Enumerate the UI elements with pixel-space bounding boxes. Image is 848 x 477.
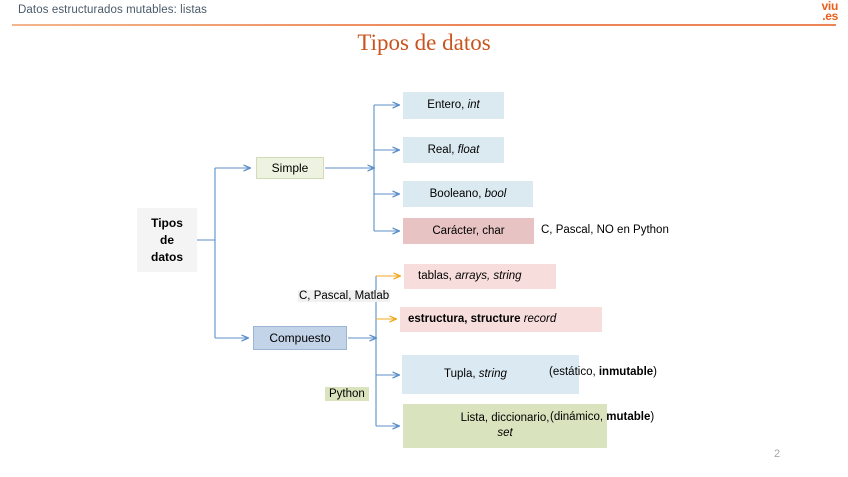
node-tablas-label: tablas, arrays, string xyxy=(418,270,522,282)
node-lista-diccionario-set[interactable]: Lista, diccionario,set xyxy=(403,404,607,448)
node-estructura-label: estructura, structure record xyxy=(408,313,557,325)
node-caracter-label: Carácter, char xyxy=(432,224,505,237)
node-estructura-record[interactable]: estructura, structure record xyxy=(400,307,602,332)
lista-note-close: ) xyxy=(650,411,655,423)
lista-note-open: (dinámico, xyxy=(550,411,607,423)
slide-header: Datos estructurados mutables: listas viu… xyxy=(0,0,848,26)
node-real-label: Real, float xyxy=(427,143,480,156)
logo-text-viu: viu xyxy=(821,0,839,13)
node-caracter-char[interactable]: Carácter, char xyxy=(403,218,534,244)
tupla-note-close: ) xyxy=(653,366,658,378)
header-title: Datos estructurados mutables: listas xyxy=(18,4,207,16)
logo-text-es: .es xyxy=(822,9,838,23)
node-entero-int[interactable]: Entero, int xyxy=(403,92,504,119)
node-real-float[interactable]: Real, float xyxy=(403,137,504,163)
node-tupla-label: Tupla, string xyxy=(444,368,507,380)
node-root-label: Tipos de datos xyxy=(150,215,183,264)
header-divider-rule xyxy=(12,24,836,26)
node-tablas-arrays-string[interactable]: tablas, arrays, string xyxy=(404,264,556,289)
annotation-caracter-languages: C, Pascal, NO en Python xyxy=(541,224,669,236)
node-simple[interactable]: Simple xyxy=(256,157,324,179)
annotation-lista-dinamico-mutable: (dinámico, mutable) xyxy=(550,411,654,423)
annotation-python: Python xyxy=(325,387,369,401)
viu-logo: viu .es xyxy=(821,0,839,23)
node-entero-label: Entero, int xyxy=(427,99,480,111)
annotation-tupla-estatico-inmutable: (estático, inmutable) xyxy=(549,366,657,378)
node-tupla-string[interactable]: Tupla, string xyxy=(402,355,579,394)
node-compuesto-label: Compuesto xyxy=(269,330,331,345)
node-tipos-de-datos[interactable]: Tipos de datos xyxy=(137,208,197,272)
page-number: 2 xyxy=(774,448,781,460)
tupla-note-open: (estático, xyxy=(549,366,599,378)
node-booleano-label: Booleano, bool xyxy=(429,187,507,200)
node-lista-label: Lista, diccionario,set xyxy=(460,412,550,439)
annotation-c-pascal-matlab: C, Pascal, Matlab xyxy=(298,290,391,302)
node-simple-label: Simple xyxy=(271,160,309,175)
tupla-note-bold: inmutable xyxy=(598,366,654,378)
node-compuesto[interactable]: Compuesto xyxy=(253,326,347,350)
lista-note-bold: mutable xyxy=(606,411,651,423)
page-title: Tipos de datos xyxy=(357,30,491,55)
node-booleano-bool[interactable]: Booleano, bool xyxy=(403,181,533,207)
